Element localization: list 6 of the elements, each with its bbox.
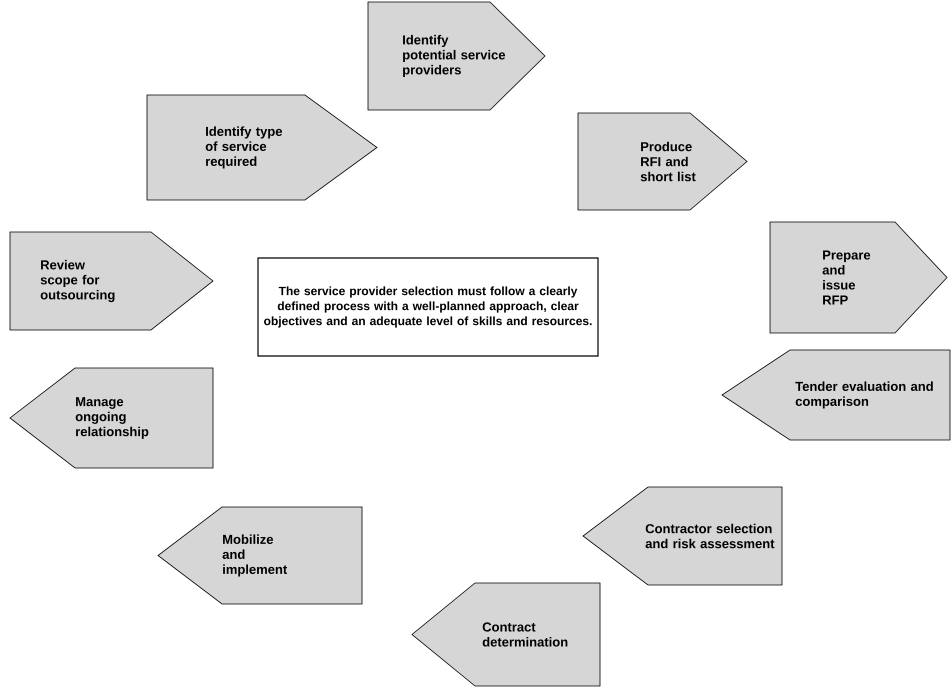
step-box: Identify type of service required <box>146 94 378 200</box>
step-box: Produce RFI and short list <box>578 112 748 210</box>
step-box: Prepare and issue RFP <box>770 222 948 334</box>
step-box: Review scope for outsourcing <box>10 232 214 330</box>
text-box: The service provider selection must follow a clearly defined process with a well-planned approach, clear objectives and an adequate level of skills and resources. <box>257 257 599 357</box>
step-box: Identify potential service providers <box>368 2 546 110</box>
